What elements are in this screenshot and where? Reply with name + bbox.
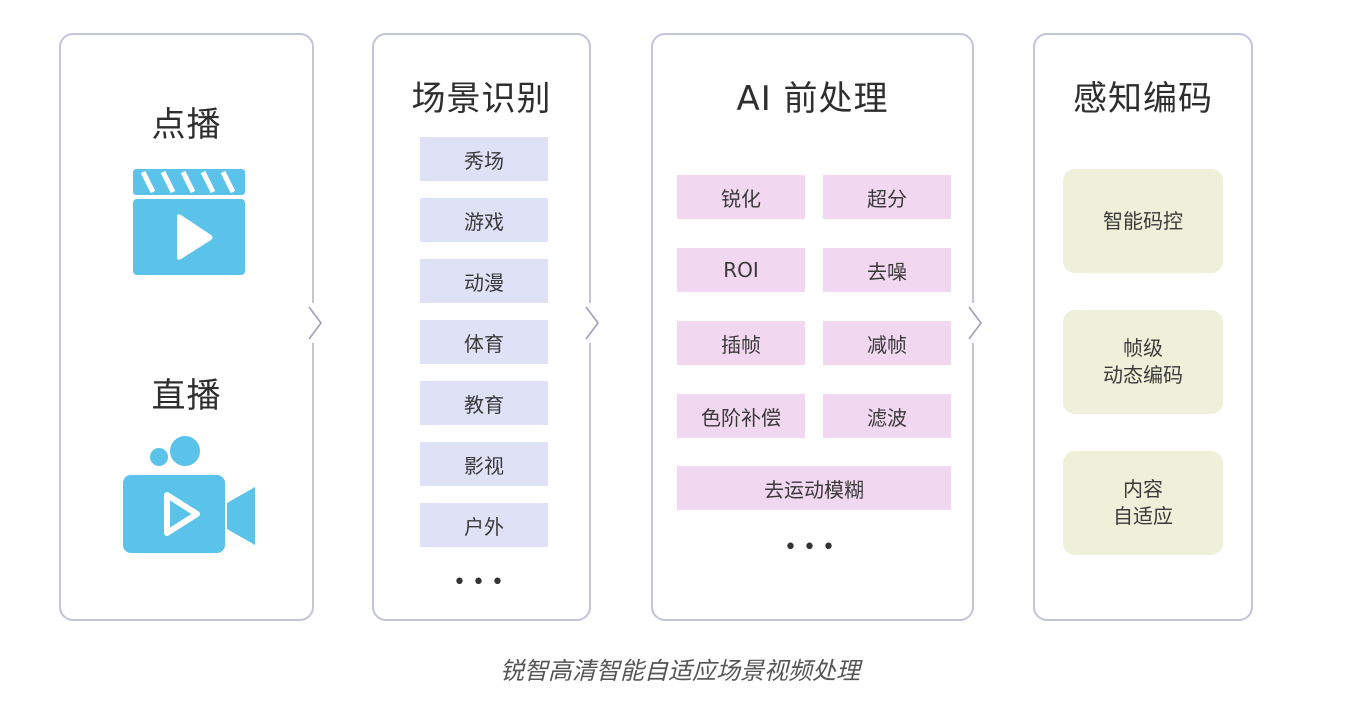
vod-label: 点播 — [151, 105, 222, 145]
encode-item: 帧级 动态编码 — [1063, 310, 1223, 414]
perceptual-encoding-panel: 感知编码 智能码控 帧级 动态编码 内容 自适应 — [1033, 33, 1253, 621]
ai-item-wide: 去运动模糊 — [677, 466, 951, 510]
encode-item-line: 帧级 — [1123, 336, 1163, 360]
scene-item: 教育 — [420, 381, 548, 425]
scene-item: 影视 — [420, 442, 548, 486]
ai-item: 超分 — [823, 175, 951, 219]
source-panel: 点播 直播 — [59, 33, 314, 621]
figure-caption: 锐智高清智能自适应场景视频处理 — [500, 657, 860, 685]
more-ellipsis: ••• — [453, 570, 510, 595]
ai-item: 锐化 — [677, 175, 805, 219]
ai-item: ROI — [677, 248, 805, 292]
live-label: 直播 — [151, 376, 222, 416]
video-camera-icon — [123, 435, 257, 559]
ai-preprocessing-panel: AI 前处理 锐化 超分 ROI 去噪 插帧 减帧 色阶补偿 滤波 去运动模糊 … — [651, 33, 974, 621]
ai-item: 插帧 — [677, 321, 805, 365]
encode-item-line: 动态编码 — [1103, 363, 1183, 387]
ai-item: 去噪 — [823, 248, 951, 292]
scene-item: 游戏 — [420, 198, 548, 242]
clapperboard-play-icon — [133, 169, 245, 279]
chevron-right-icon — [965, 303, 985, 343]
encode-item-line: 自适应 — [1113, 504, 1173, 528]
encode-title: 感知编码 — [1073, 79, 1213, 119]
ai-item: 滤波 — [823, 394, 951, 438]
encode-item: 智能码控 — [1063, 169, 1223, 273]
scene-item: 动漫 — [420, 259, 548, 303]
scene-item: 户外 — [420, 503, 548, 547]
encode-item-line: 智能码控 — [1103, 208, 1183, 233]
ai-item: 减帧 — [823, 321, 951, 365]
ai-item: 色阶补偿 — [677, 394, 805, 438]
scene-title: 场景识别 — [411, 79, 552, 119]
encode-item: 内容 自适应 — [1063, 451, 1223, 555]
chevron-right-icon — [305, 303, 325, 343]
scene-item: 体育 — [420, 320, 548, 364]
more-ellipsis: ••• — [784, 535, 841, 560]
scene-recognition-panel: 场景识别 秀场 游戏 动漫 体育 教育 影视 户外 ••• — [372, 33, 591, 621]
encode-item-line: 内容 — [1123, 477, 1163, 501]
chevron-right-icon — [582, 303, 602, 343]
ai-title: AI 前处理 — [736, 79, 889, 119]
scene-item: 秀场 — [420, 137, 548, 181]
